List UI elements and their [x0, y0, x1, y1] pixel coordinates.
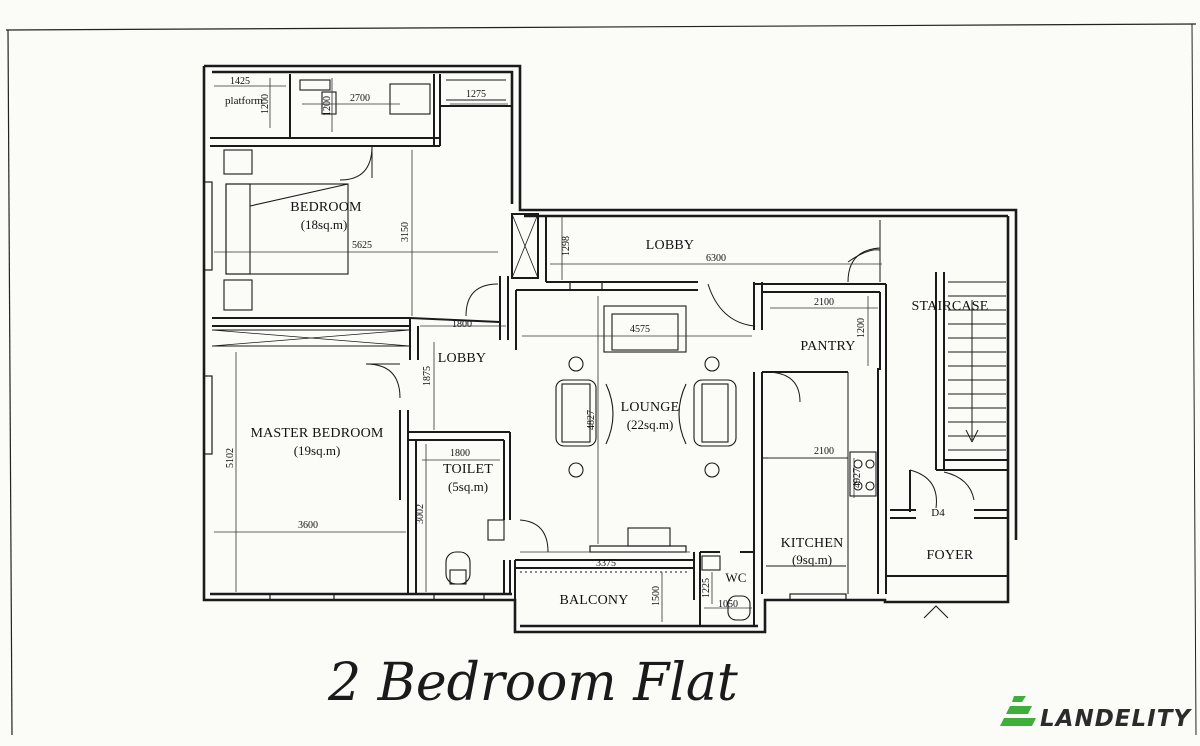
room-label-pantry: PANTRY [800, 339, 855, 354]
dimension-1200-c: 1200 [856, 318, 867, 338]
dimension-1425: 1425 [230, 76, 250, 87]
interior-walls [210, 74, 1008, 626]
dimension-labels: 1425 1200 2700 1200 1275 3150 5625 1298 … [225, 76, 867, 610]
dimension-1875: 1875 [422, 366, 433, 386]
room-area-lounge: (22sq.m) [627, 417, 674, 432]
room-label-wc: WC [725, 570, 746, 585]
room-label-lobby-mid: LOBBY [438, 351, 486, 366]
dimension-1200-a: 1200 [260, 94, 271, 114]
label-platform: platform [225, 95, 263, 107]
room-label-lobby-top: LOBBY [646, 238, 694, 253]
room-area-bedroom: (18sq.m) [301, 217, 348, 232]
room-label-foyer: FOYER [927, 548, 974, 563]
dimension-lines [214, 78, 882, 622]
dimension-5625: 5625 [352, 240, 372, 251]
dimension-3600: 3600 [298, 520, 318, 531]
staircase-steps [948, 281, 1006, 451]
brand-logo-icon [1000, 696, 1036, 726]
exterior-walls [202, 64, 1018, 634]
dimension-1225: 1225 [701, 578, 712, 598]
doors [339, 145, 975, 553]
brand-name: LANDELITY [1040, 706, 1192, 732]
room-area-master-bedroom: (19sq.m) [294, 443, 341, 458]
room-area-toilet: (5sq.m) [448, 479, 488, 494]
dimension-6300: 6300 [706, 253, 726, 264]
door-label-d4: D4 [931, 507, 945, 519]
dimension-3002: 3002 [415, 504, 426, 524]
room-label-lounge: LOUNGE [621, 400, 680, 415]
dimension-1200-b: 1200 [322, 96, 333, 116]
room-label-staircase: STAIRCASE [912, 299, 989, 314]
room-label-kitchen: KITCHEN [781, 536, 844, 551]
windows [203, 181, 847, 601]
dimension-1298: 1298 [561, 236, 572, 256]
dimension-4575: 4575 [630, 324, 650, 335]
dimension-2700: 2700 [350, 93, 370, 104]
dimension-1500: 1500 [651, 586, 662, 606]
page-border [5, 23, 1197, 736]
dimension-2100-b: 2100 [814, 446, 834, 457]
dimension-4927: 4927 [852, 468, 863, 488]
furniture [211, 79, 949, 621]
dimension-2100-a: 2100 [814, 297, 834, 308]
room-area-kitchen: (9sq.m) [792, 552, 832, 567]
dimension-3375: 3375 [596, 558, 616, 569]
room-label-master-bedroom: MASTER BEDROOM [250, 426, 383, 441]
dimension-3150: 3150 [400, 222, 411, 242]
dimension-1800-b: 1800 [450, 448, 470, 459]
dimension-1050: 1050 [718, 599, 738, 610]
room-label-balcony: BALCONY [559, 593, 628, 608]
dimension-1800-a: 1800 [452, 319, 472, 330]
room-label-toilet: TOILET [443, 462, 493, 477]
brand-logo: LANDELITY [1000, 696, 1192, 732]
room-labels: BEDROOM (18sq.m) LOBBY STAIRCASE PANTRY … [225, 95, 988, 608]
dimension-4827: 4827 [586, 410, 597, 430]
dimension-1275: 1275 [466, 89, 486, 100]
dimension-5102: 5102 [225, 448, 236, 468]
handwritten-caption: 2 Bedroom Flat [327, 653, 738, 713]
room-label-bedroom: BEDROOM [290, 200, 362, 215]
